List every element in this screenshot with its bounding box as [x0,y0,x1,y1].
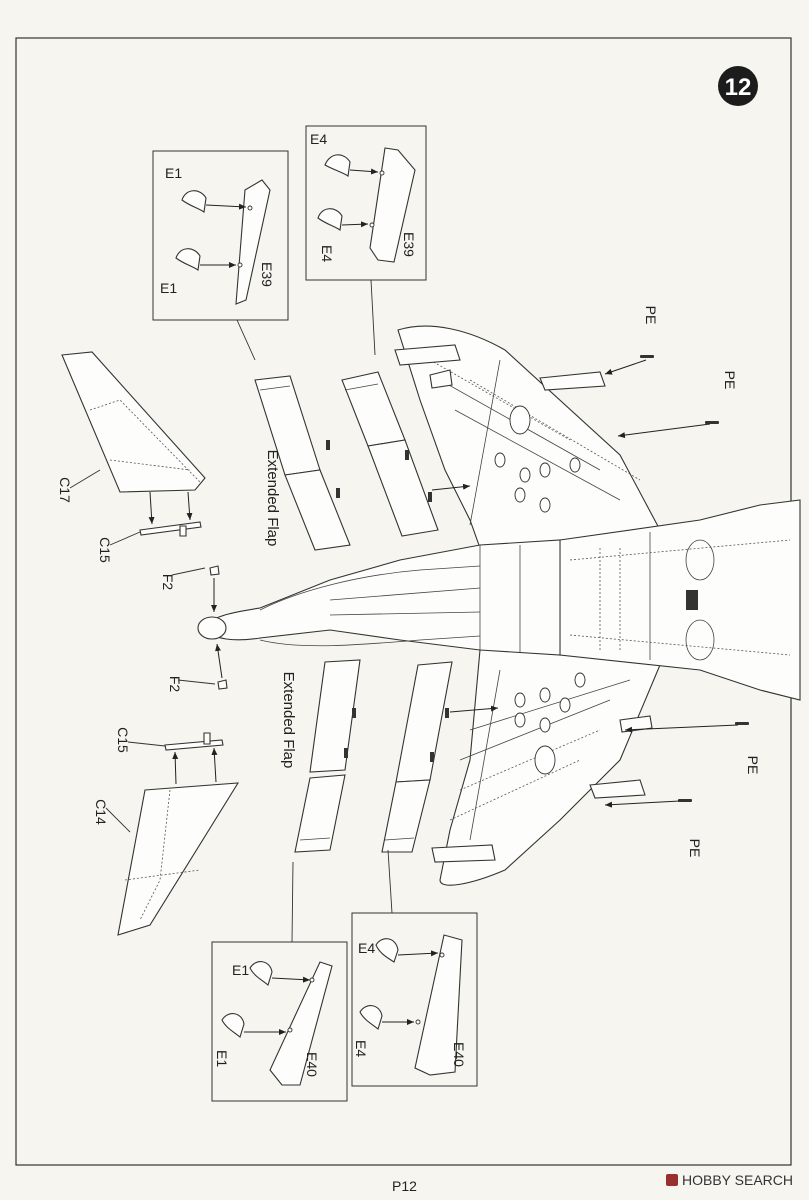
c17-stabilizer [61,351,206,493]
step-number: 12 [725,74,752,101]
pe-label-1: PE [643,306,659,325]
f2-parts: F2 F2 [160,565,228,693]
page-number: P12 [392,1178,417,1194]
extended-flap-label-lower: Extended Flap [280,672,297,769]
f2-label-top: F2 [160,574,176,591]
c15-label-upper: C15 [97,537,113,563]
aircraft-underside [197,325,801,886]
e4-label-b2: E4 [319,245,335,262]
e4-label-d1: E4 [358,940,375,956]
detail-box-e40-left: E1 E1 E40 [211,861,348,1102]
e1-label-c2: E1 [214,1050,230,1067]
extended-flap-label-upper: Extended Flap [264,450,281,547]
step-badge: 12 [718,66,758,106]
c17-label: C17 [57,477,73,503]
e1-label-a1: E1 [165,165,182,181]
nose-cone [197,616,227,640]
stabilizer-upper: C17 C15 [57,351,206,563]
e39-label-b: E39 [401,232,417,257]
pe-label-4: PE [687,839,703,858]
e40-label-c: E40 [304,1052,320,1077]
c14-stabilizer [117,782,240,936]
forward-fuselage [199,539,561,656]
pe-label-2: PE [722,371,738,390]
c15-label-lower: C15 [115,727,131,753]
c15-part-upper [139,521,202,536]
flaps-upper: Extended Flap [254,371,471,551]
e4-label-d2: E4 [353,1040,369,1057]
watermark-text: HOBBY SEARCH [682,1172,793,1188]
detail-box-e39-right: E4 E4 E39 [305,125,427,356]
stabilizer-lower: C15 C14 [93,727,240,936]
e40-label-d: E40 [451,1042,467,1067]
upper-wing [397,325,661,549]
pe-parts: PE PE PE PE [604,306,761,858]
c14-label: C14 [93,799,109,825]
f2-label-bottom: F2 [167,676,183,693]
e1-label-a2: E1 [160,280,177,296]
e4-label-b1: E4 [310,131,327,147]
detail-box-e39-left: E1 E1 E39 [152,150,289,361]
e1-label-c1: E1 [232,962,249,978]
pe-label-3: PE [745,756,761,775]
detail-box-e40-right: E4 E4 E40 [351,849,478,1087]
hobby-search-logo-icon [666,1174,678,1186]
flaps-lower: Extended Flap [280,659,499,853]
watermark: HOBBY SEARCH [666,1172,793,1188]
e39-label-a: E39 [259,262,275,287]
